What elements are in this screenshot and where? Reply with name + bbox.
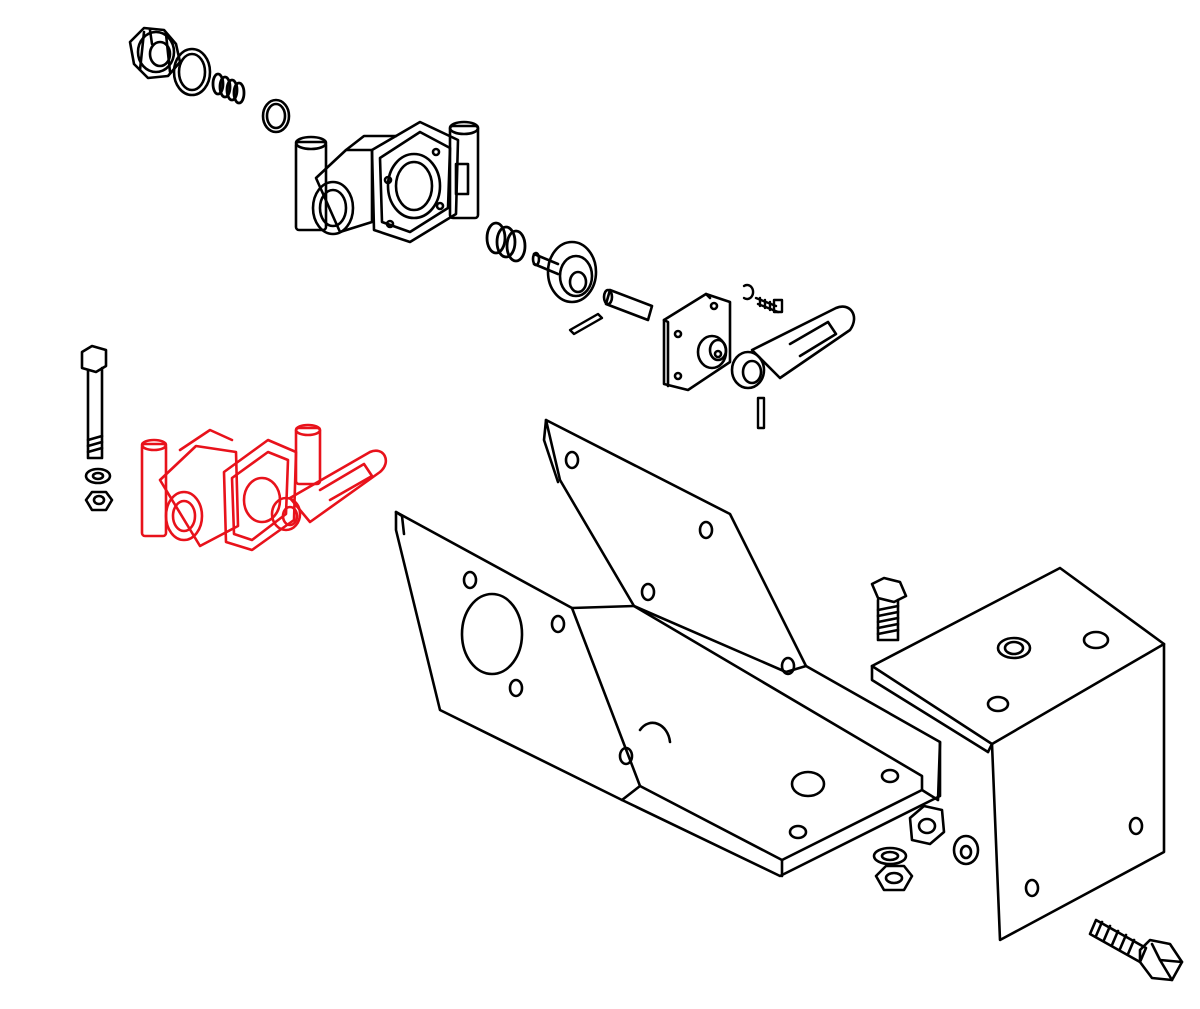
lever-handle-icon — [730, 305, 856, 390]
bolt-icon — [80, 344, 108, 460]
washer-icon — [84, 467, 112, 485]
washer-icon — [952, 834, 980, 866]
bolt-icon — [870, 576, 908, 642]
clip-icon — [742, 283, 755, 301]
screw-icon — [754, 296, 784, 314]
coil-spring-icon — [211, 72, 246, 105]
valve-assembly-icon — [140, 423, 388, 552]
valve-disc-icon — [531, 240, 598, 304]
o-ring-icon — [261, 98, 291, 134]
coil-spring-icon — [485, 221, 527, 263]
bolt-icon — [1088, 918, 1184, 982]
hex-cap-nut-icon — [128, 26, 182, 80]
hex-nut-icon — [874, 864, 914, 892]
pin-icon — [756, 396, 766, 430]
cover-plate-icon — [662, 292, 732, 392]
washer-icon — [872, 846, 908, 866]
pin-icon — [602, 288, 654, 322]
o-ring-icon — [172, 47, 212, 97]
hex-nut-icon — [84, 490, 114, 512]
block-icon — [870, 566, 1166, 942]
hex-nut-icon — [908, 804, 946, 846]
valve-body-icon — [294, 120, 480, 244]
cotter-pin-icon — [568, 312, 604, 336]
bracket-icon — [394, 418, 942, 878]
